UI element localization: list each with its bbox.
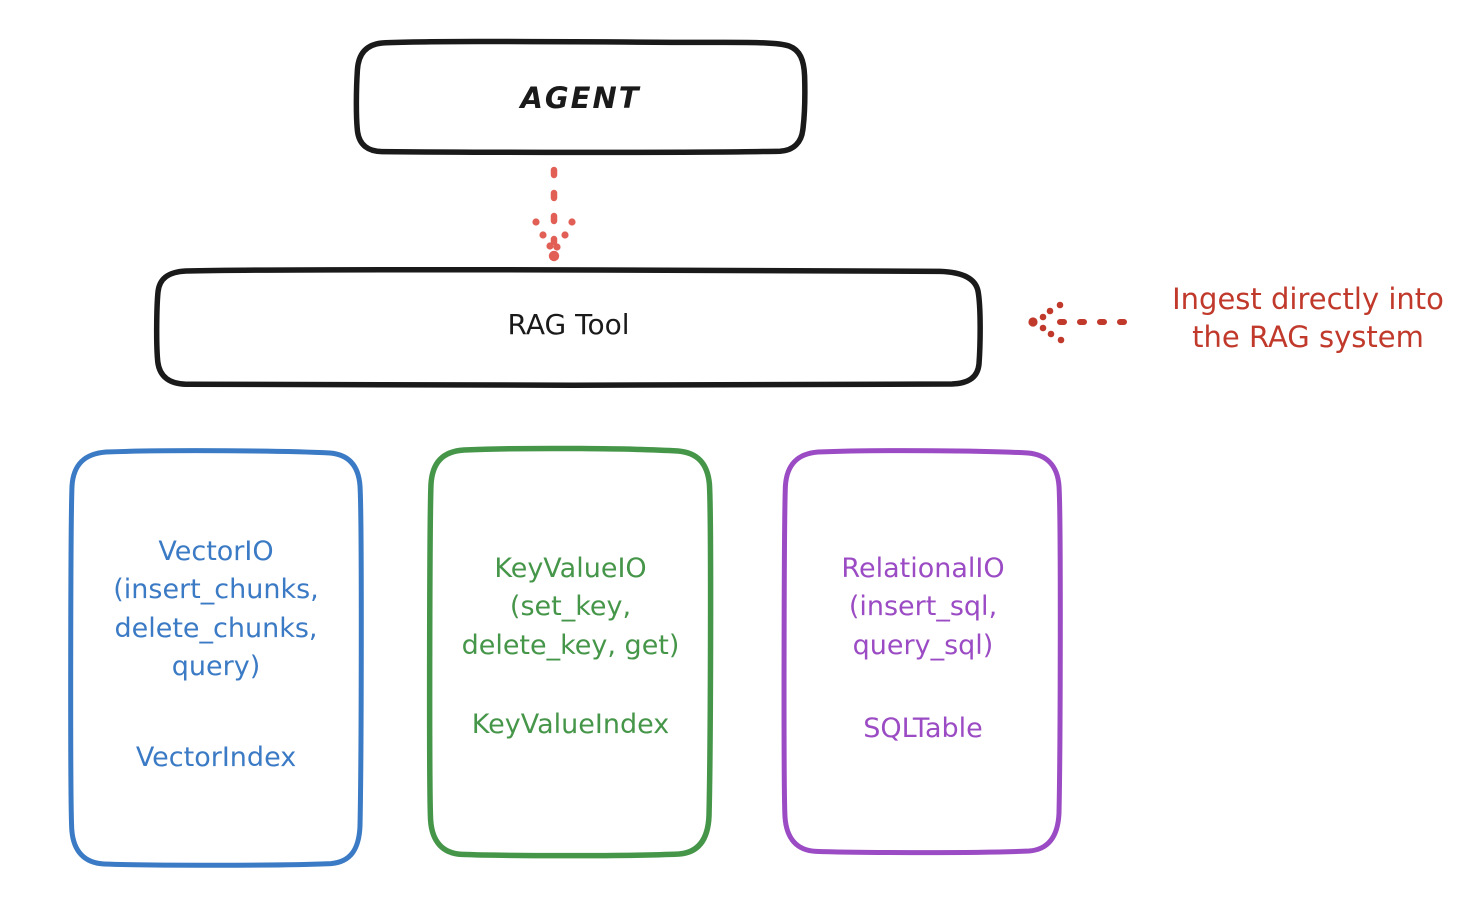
arrowhead-dot (553, 243, 561, 251)
rag-tool-box-outline (153, 266, 983, 388)
ingest-annotation-label: Ingest directly into the RAG system (1172, 282, 1444, 354)
arrowhead-dot (561, 231, 569, 239)
agent-box-outline (353, 38, 808, 156)
arrowhead-dot (532, 218, 540, 226)
agent-node[interactable] (353, 38, 808, 156)
arrowhead-dot (546, 242, 554, 250)
ingest-arrowhead-dot (1039, 313, 1047, 321)
ingest-arrowhead-dot (1057, 336, 1065, 344)
relational-io-node[interactable] (781, 448, 1063, 856)
ingest-arrowhead-dot (1056, 301, 1064, 309)
ingest-arrowhead-dot (1047, 330, 1055, 338)
key-value-io-node[interactable] (426, 445, 714, 859)
rag-tool-node[interactable] (153, 266, 983, 388)
ingest-to-rag-arrow (1028, 301, 1133, 344)
key-value-io-box-outline (426, 445, 714, 859)
ingest-arrowhead-dot (1039, 324, 1047, 332)
agent-to-rag-arrow (532, 166, 576, 262)
ingest-arrowhead-tip (1028, 317, 1038, 327)
vector-io-box-outline (68, 448, 364, 868)
arrowhead-dot (568, 218, 576, 226)
vector-io-node[interactable] (68, 448, 364, 868)
ingest-arrowhead-dot (1046, 307, 1054, 315)
arrowhead-tip (548, 250, 560, 262)
arrowhead-dot (539, 231, 547, 239)
relational-io-box-outline (781, 448, 1063, 856)
